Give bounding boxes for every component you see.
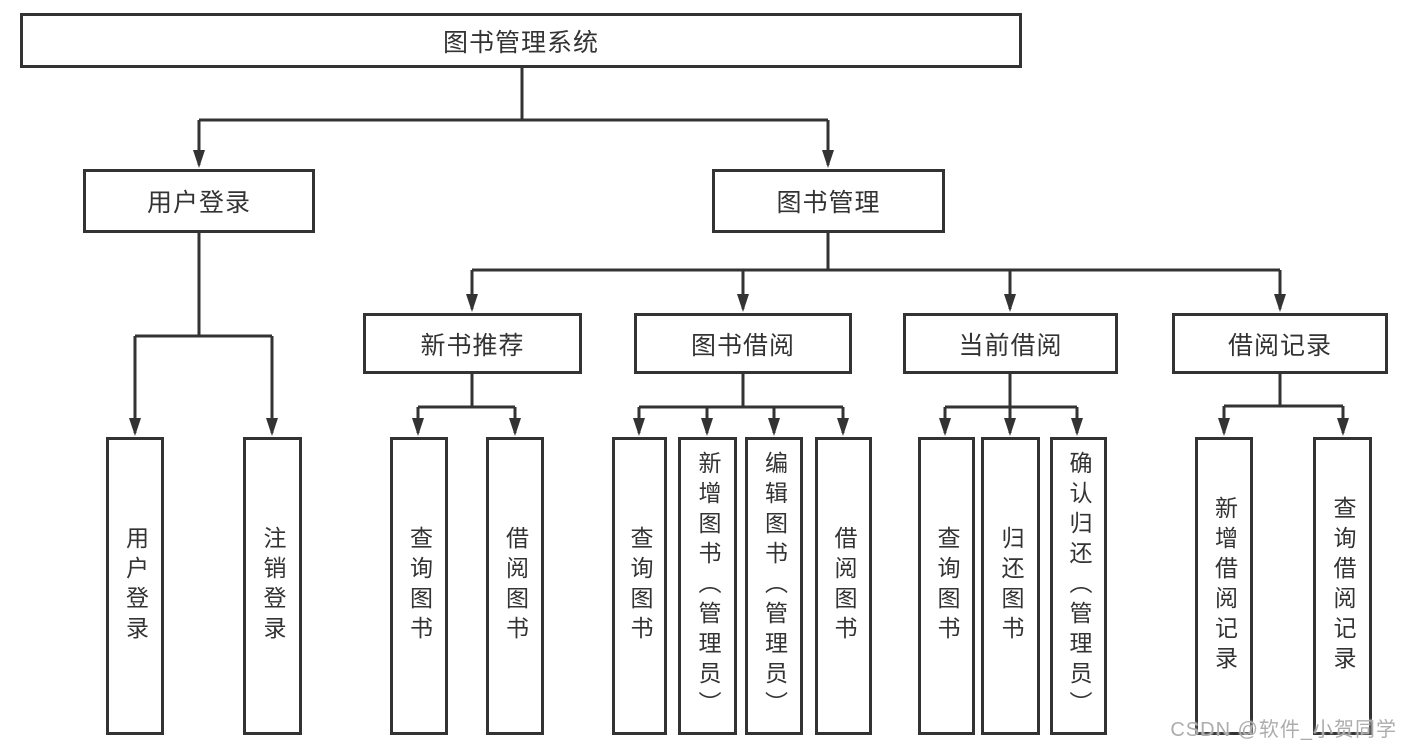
leaf-add-book-admin: 新增图书（管理员） (678, 437, 737, 735)
node-user-login: 用户登录 (83, 169, 315, 233)
leaf-query-book-3: 查询图书 (918, 437, 975, 735)
leaf-logout: 注销登录 (243, 437, 302, 735)
node-borrow-record: 借阅记录 (1172, 313, 1388, 374)
node-current-borrow: 当前借阅 (903, 313, 1118, 374)
leaf-borrow-book-1: 借阅图书 (486, 437, 544, 735)
leaf-query-book-1: 查询图书 (390, 437, 448, 735)
leaf-return-book: 归还图书 (981, 437, 1040, 735)
node-root-system: 图书管理系统 (20, 13, 1022, 68)
leaf-borrow-book-2: 借阅图书 (815, 437, 872, 735)
leaf-query-borrow-record: 查询借阅记录 (1313, 437, 1372, 735)
node-book-borrow: 图书借阅 (634, 313, 852, 374)
node-new-book-recommend: 新书推荐 (363, 313, 582, 374)
csdn-watermark: CSDN @软件_小贺同学 (1170, 719, 1397, 741)
leaf-add-borrow-record: 新增借阅记录 (1195, 437, 1253, 735)
node-book-management: 图书管理 (712, 169, 945, 233)
leaf-user-login: 用户登录 (106, 437, 164, 735)
leaf-confirm-return-admin: 确认归还（管理员） (1050, 437, 1107, 735)
leaf-query-book-2: 查询图书 (612, 437, 667, 735)
leaf-edit-book-admin: 编辑图书（管理员） (745, 437, 803, 735)
